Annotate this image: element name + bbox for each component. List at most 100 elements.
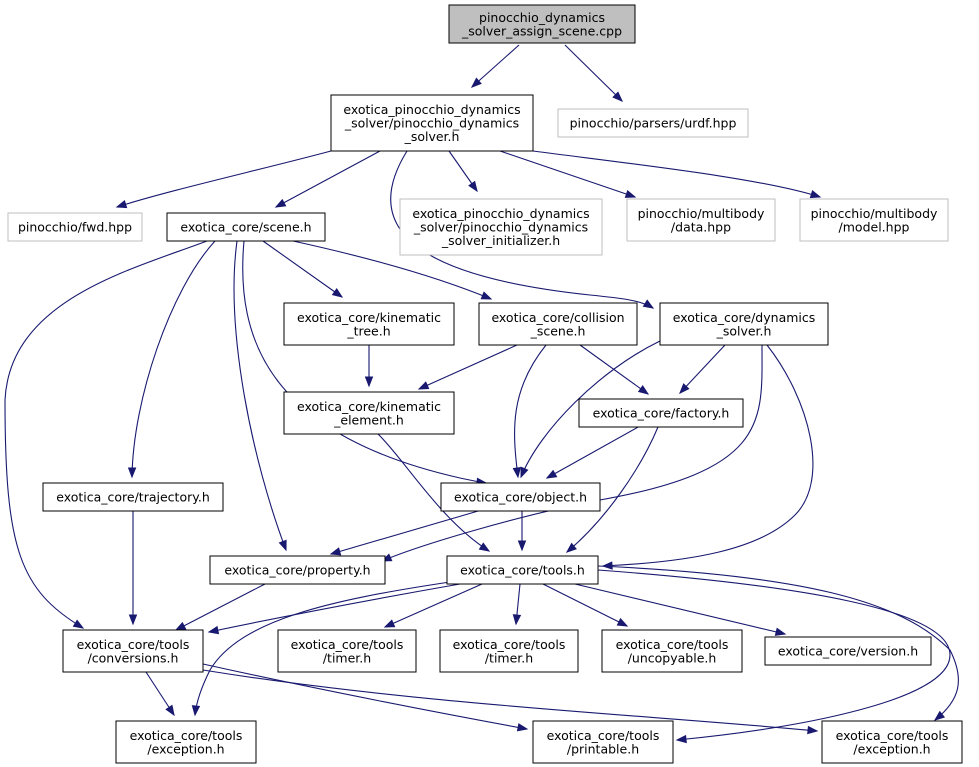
node-box bbox=[42, 482, 224, 512]
node-tools[interactable]: exotica_core/tools.h bbox=[446, 555, 599, 585]
edge-tools-to-printable bbox=[597, 569, 951, 744]
node-label-line: exotica_core/scene.h bbox=[180, 220, 311, 235]
node-ktree[interactable]: exotica_core/kinematic_tree.h bbox=[283, 302, 455, 346]
edge-object-to-tools bbox=[517, 511, 527, 552]
node-box bbox=[764, 636, 932, 666]
edge-arrowhead bbox=[807, 725, 819, 735]
node-dyn[interactable]: exotica_core/dynamics_solver.h bbox=[659, 302, 829, 346]
edge-line bbox=[574, 583, 786, 635]
edge-pds-to-mbdata bbox=[499, 150, 637, 198]
edge-arrowhead bbox=[517, 540, 527, 552]
edge-line bbox=[242, 240, 487, 484]
node-fwd: pinocchio/fwd.hpp bbox=[7, 212, 143, 242]
node-label-line: /printable.h bbox=[567, 741, 639, 756]
edge-tools-to-exc2 bbox=[597, 565, 959, 721]
edge-arrowhead bbox=[383, 619, 396, 628]
edge-scene-to-traj bbox=[127, 240, 216, 479]
edge-line bbox=[131, 240, 216, 478]
edge-arrowhead bbox=[809, 190, 822, 199]
edge-line bbox=[377, 433, 490, 552]
edge-line bbox=[597, 565, 959, 721]
edge-conv-to-exc2 bbox=[202, 669, 819, 735]
node-factory[interactable]: exotica_core/factory.h bbox=[578, 398, 744, 428]
edge-dyn-to-prop bbox=[380, 344, 763, 562]
edge-dyn-to-tools bbox=[601, 344, 814, 570]
node-prop[interactable]: exotica_core/property.h bbox=[209, 555, 386, 585]
edge-line bbox=[175, 583, 266, 631]
node-box bbox=[440, 482, 601, 512]
node-timer2[interactable]: exotica_core/tools/timer.h bbox=[439, 629, 579, 673]
edge-arrowhead bbox=[624, 189, 637, 198]
edge-root-to-urdf bbox=[564, 44, 623, 102]
node-timer1[interactable]: exotica_core/tools/timer.h bbox=[277, 629, 417, 673]
node-root[interactable]: pinocchio_dynamics_solver_assign_scene.c… bbox=[448, 4, 636, 44]
node-mbmodel: pinocchio/multibody/model.hpp bbox=[799, 198, 949, 242]
edge-dyn-to-factory bbox=[679, 344, 726, 395]
edge-arrowhead bbox=[278, 539, 287, 552]
edge-arrowhead bbox=[601, 561, 613, 570]
edge-traj-to-conv bbox=[128, 511, 138, 626]
edge-arrowhead bbox=[331, 288, 344, 298]
node-uncop[interactable]: exotica_core/tools/uncopyable.h bbox=[601, 629, 743, 673]
node-box bbox=[448, 4, 636, 44]
edge-pds-to-mbmodel bbox=[532, 150, 822, 199]
node-object[interactable]: exotica_core/object.h bbox=[440, 482, 601, 512]
edge-scene-to-ktree bbox=[262, 240, 344, 298]
node-box bbox=[62, 629, 204, 673]
edge-line bbox=[202, 663, 528, 730]
node-box bbox=[277, 629, 417, 673]
node-coll[interactable]: exotica_core/collision_scene.h bbox=[478, 302, 638, 346]
node-label-line: /exception.h bbox=[147, 741, 224, 756]
node-box bbox=[166, 212, 326, 242]
edge-scene-to-conv bbox=[4, 240, 208, 629]
edge-ktree-to-kelem bbox=[364, 345, 374, 388]
node-exc1[interactable]: exotica_core/tools/exception.h bbox=[115, 720, 257, 764]
edge-line bbox=[390, 150, 654, 309]
graph-edges bbox=[4, 44, 959, 744]
edge-line bbox=[384, 583, 483, 628]
node-box bbox=[821, 720, 963, 764]
node-label-line: pinocchio/parsers/urdf.hpp bbox=[570, 116, 737, 131]
edge-arrowhead bbox=[470, 77, 482, 88]
node-box bbox=[799, 198, 949, 242]
node-label-line: /model.hpp bbox=[839, 219, 910, 234]
node-label-line: /uncopyable.h bbox=[628, 650, 717, 665]
node-label-line: _scene.h bbox=[530, 323, 586, 338]
node-box bbox=[557, 108, 749, 138]
node-box bbox=[626, 198, 776, 242]
edge-tools-to-version bbox=[574, 583, 787, 636]
node-scene[interactable]: exotica_core/scene.h bbox=[166, 212, 326, 242]
node-exc2[interactable]: exotica_core/tools/exception.h bbox=[821, 720, 963, 764]
node-box bbox=[115, 720, 257, 764]
node-label-line: exotica_core/object.h bbox=[454, 490, 587, 505]
edge-tools-to-timer2 bbox=[512, 583, 522, 626]
edge-arrowhead bbox=[512, 467, 521, 479]
edge-line bbox=[602, 344, 814, 567]
edge-line bbox=[275, 150, 381, 208]
node-pds[interactable]: exotica_pinocchio_dynamics_solver/pinocc… bbox=[330, 94, 534, 152]
node-version[interactable]: exotica_core/version.h bbox=[764, 636, 932, 666]
node-label-line: exotica_core/tools bbox=[291, 637, 404, 652]
node-printable[interactable]: exotica_core/tools/printable.h bbox=[532, 720, 674, 764]
edge-pds-to-scene bbox=[274, 150, 381, 208]
node-label-line: exotica_core/version.h bbox=[778, 644, 918, 659]
node-box bbox=[330, 94, 534, 152]
node-conv[interactable]: exotica_core/tools/conversions.h bbox=[62, 629, 204, 673]
edge-line bbox=[116, 150, 332, 208]
node-box bbox=[283, 302, 455, 346]
node-label-line: exotica_core/collision bbox=[491, 310, 624, 325]
edge-scene-to-prop bbox=[233, 240, 287, 552]
edge-line bbox=[4, 240, 208, 629]
node-box bbox=[439, 629, 579, 673]
edge-arrowhead bbox=[468, 180, 478, 193]
edge-line bbox=[679, 344, 726, 394]
node-traj[interactable]: exotica_core/trajectory.h bbox=[42, 482, 224, 512]
node-label-line: _tree.h bbox=[346, 323, 390, 338]
edge-line bbox=[542, 583, 628, 627]
node-label-line: _solver_initializer.h bbox=[441, 233, 560, 248]
edge-pds-to-fwd bbox=[115, 150, 332, 209]
edge-coll-to-kelem bbox=[417, 344, 518, 390]
edge-arrowhead bbox=[565, 542, 577, 553]
node-kelem[interactable]: exotica_core/kinematic_element.h bbox=[283, 391, 455, 435]
node-label-line: exotica_core/factory.h bbox=[593, 406, 730, 421]
